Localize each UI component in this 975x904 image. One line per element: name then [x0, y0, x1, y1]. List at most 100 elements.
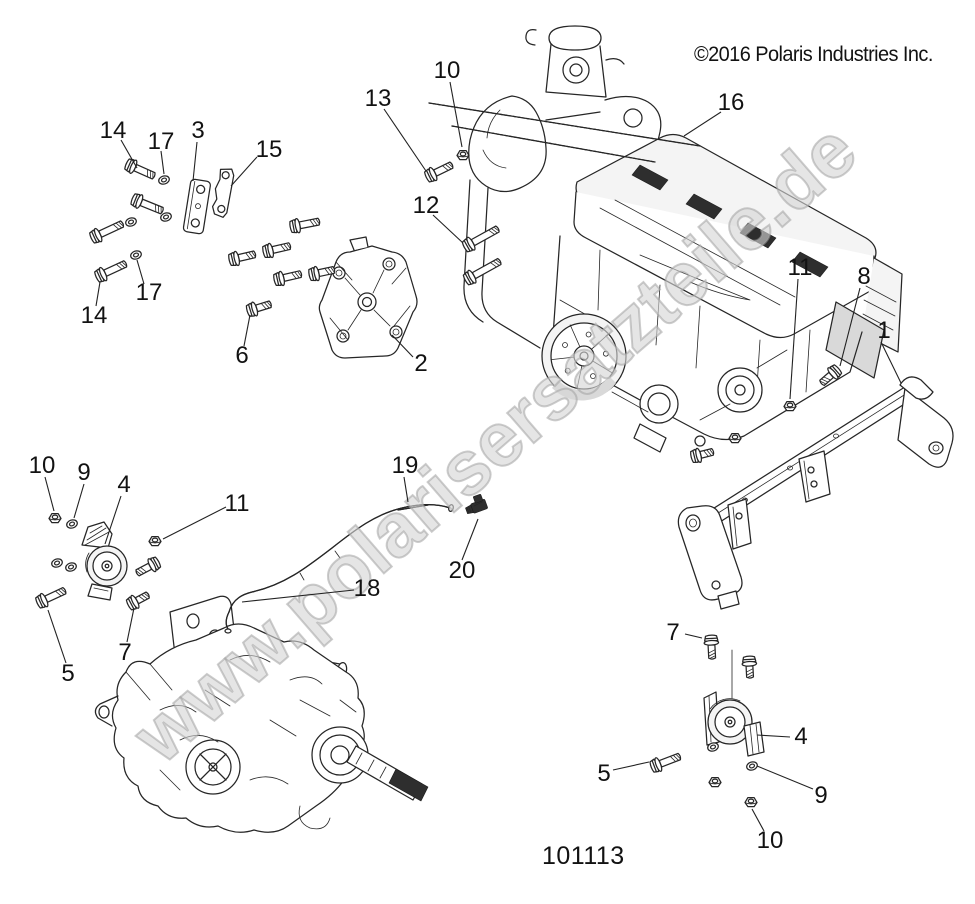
left-engine-mount-4-drawing	[81, 521, 128, 601]
bolt	[741, 655, 758, 679]
crossmember-bracket-1-drawing	[677, 376, 954, 610]
leader-line-10	[44, 476, 55, 512]
washer	[160, 212, 172, 222]
part-callout-18: 18	[353, 575, 381, 602]
leader-line-20	[461, 518, 479, 561]
bolt	[289, 217, 321, 234]
bolt	[35, 586, 67, 609]
leader-line-7	[126, 607, 135, 643]
washer	[51, 558, 63, 568]
leader-line-17	[160, 150, 165, 175]
bolt	[461, 225, 500, 253]
washer	[158, 175, 170, 185]
leader-line-13	[383, 108, 427, 172]
part-callout-20: 20	[448, 557, 476, 584]
leader-line-9	[756, 765, 814, 790]
nut	[708, 776, 722, 788]
nut	[456, 149, 470, 161]
bolt	[690, 447, 715, 463]
bolt	[89, 220, 125, 244]
part-callout-16: 16	[717, 89, 745, 116]
bolt	[819, 364, 843, 387]
drawing-number: 101113	[542, 842, 625, 870]
part-callout-12: 12	[412, 192, 440, 219]
part-callout-7: 7	[118, 639, 132, 666]
leader-line-4	[756, 734, 791, 738]
bolt	[262, 242, 292, 259]
part-callout-3: 3	[191, 117, 205, 144]
bolt	[94, 260, 128, 283]
right-engine-mount-4-drawing	[703, 691, 765, 757]
part-callout-5: 5	[597, 760, 611, 787]
part-callout-8: 8	[857, 263, 871, 290]
part-callout-5: 5	[61, 660, 75, 687]
part-callout-19: 19	[391, 452, 419, 479]
leader-line-17	[136, 259, 145, 285]
leader-line-6	[243, 314, 251, 347]
nut	[783, 400, 797, 412]
leader-line-15	[230, 156, 258, 187]
leader-line-11	[162, 506, 227, 540]
part-callout-17: 17	[135, 279, 163, 306]
leader-line-10	[449, 81, 463, 148]
bolt	[135, 556, 162, 577]
leader-line-10	[751, 808, 765, 832]
leader-line-9	[73, 483, 85, 519]
bolt	[649, 752, 682, 773]
washer	[66, 519, 78, 529]
fitting-20-drawing	[465, 493, 488, 514]
leader-line-4	[104, 495, 122, 545]
nut	[148, 535, 162, 547]
part-callout-7: 7	[666, 619, 680, 646]
part-callout-11: 11	[224, 490, 250, 517]
part-callout-14: 14	[99, 117, 127, 144]
nut	[744, 796, 758, 808]
washer	[746, 761, 758, 771]
bolt	[703, 634, 720, 660]
part-callout-4: 4	[117, 471, 131, 498]
bolt	[245, 300, 272, 317]
part-callout-4: 4	[794, 723, 808, 750]
vent-tube-18-19-drawing	[224, 504, 454, 634]
leader-line-18	[241, 589, 355, 603]
mount-plates-3-15-drawing	[182, 168, 235, 235]
nut	[728, 432, 742, 444]
part-callout-9: 9	[77, 459, 91, 486]
part-callout-17: 17	[147, 128, 175, 155]
part-callout-6: 6	[235, 342, 249, 369]
copyright-notice: ©2016 Polaris Industries Inc.	[694, 43, 933, 66]
part-callout-10: 10	[433, 57, 461, 84]
leader-line-14	[120, 139, 138, 169]
washer	[707, 742, 719, 752]
leader-line-5	[612, 761, 650, 771]
part-callout-14: 14	[80, 302, 108, 329]
washer	[125, 217, 137, 227]
part-callout-1: 1	[877, 317, 891, 344]
leader-line-3	[192, 141, 198, 182]
leader-line-16	[683, 111, 722, 137]
part-callout-9: 9	[814, 782, 828, 809]
leader-line-1	[880, 341, 902, 384]
part-callout-15: 15	[255, 136, 283, 163]
leader-line-8	[839, 287, 861, 367]
part-callout-13: 13	[364, 85, 392, 112]
leader-line-14	[95, 281, 101, 307]
bolt	[273, 270, 303, 287]
part-callout-11: 11	[787, 254, 813, 281]
leader-line-12	[432, 214, 464, 244]
nut	[48, 512, 62, 524]
transmission-drawing	[94, 595, 429, 833]
leader-line-7	[684, 633, 703, 639]
leader-line-2	[391, 334, 414, 358]
bolt	[462, 257, 502, 286]
bolt	[125, 591, 150, 611]
part-callout-10: 10	[28, 452, 56, 479]
leader-line-5	[47, 609, 67, 664]
part-callout-2: 2	[414, 350, 428, 377]
washer	[130, 250, 142, 260]
leader-line-11	[789, 278, 799, 400]
bolt	[308, 265, 336, 282]
